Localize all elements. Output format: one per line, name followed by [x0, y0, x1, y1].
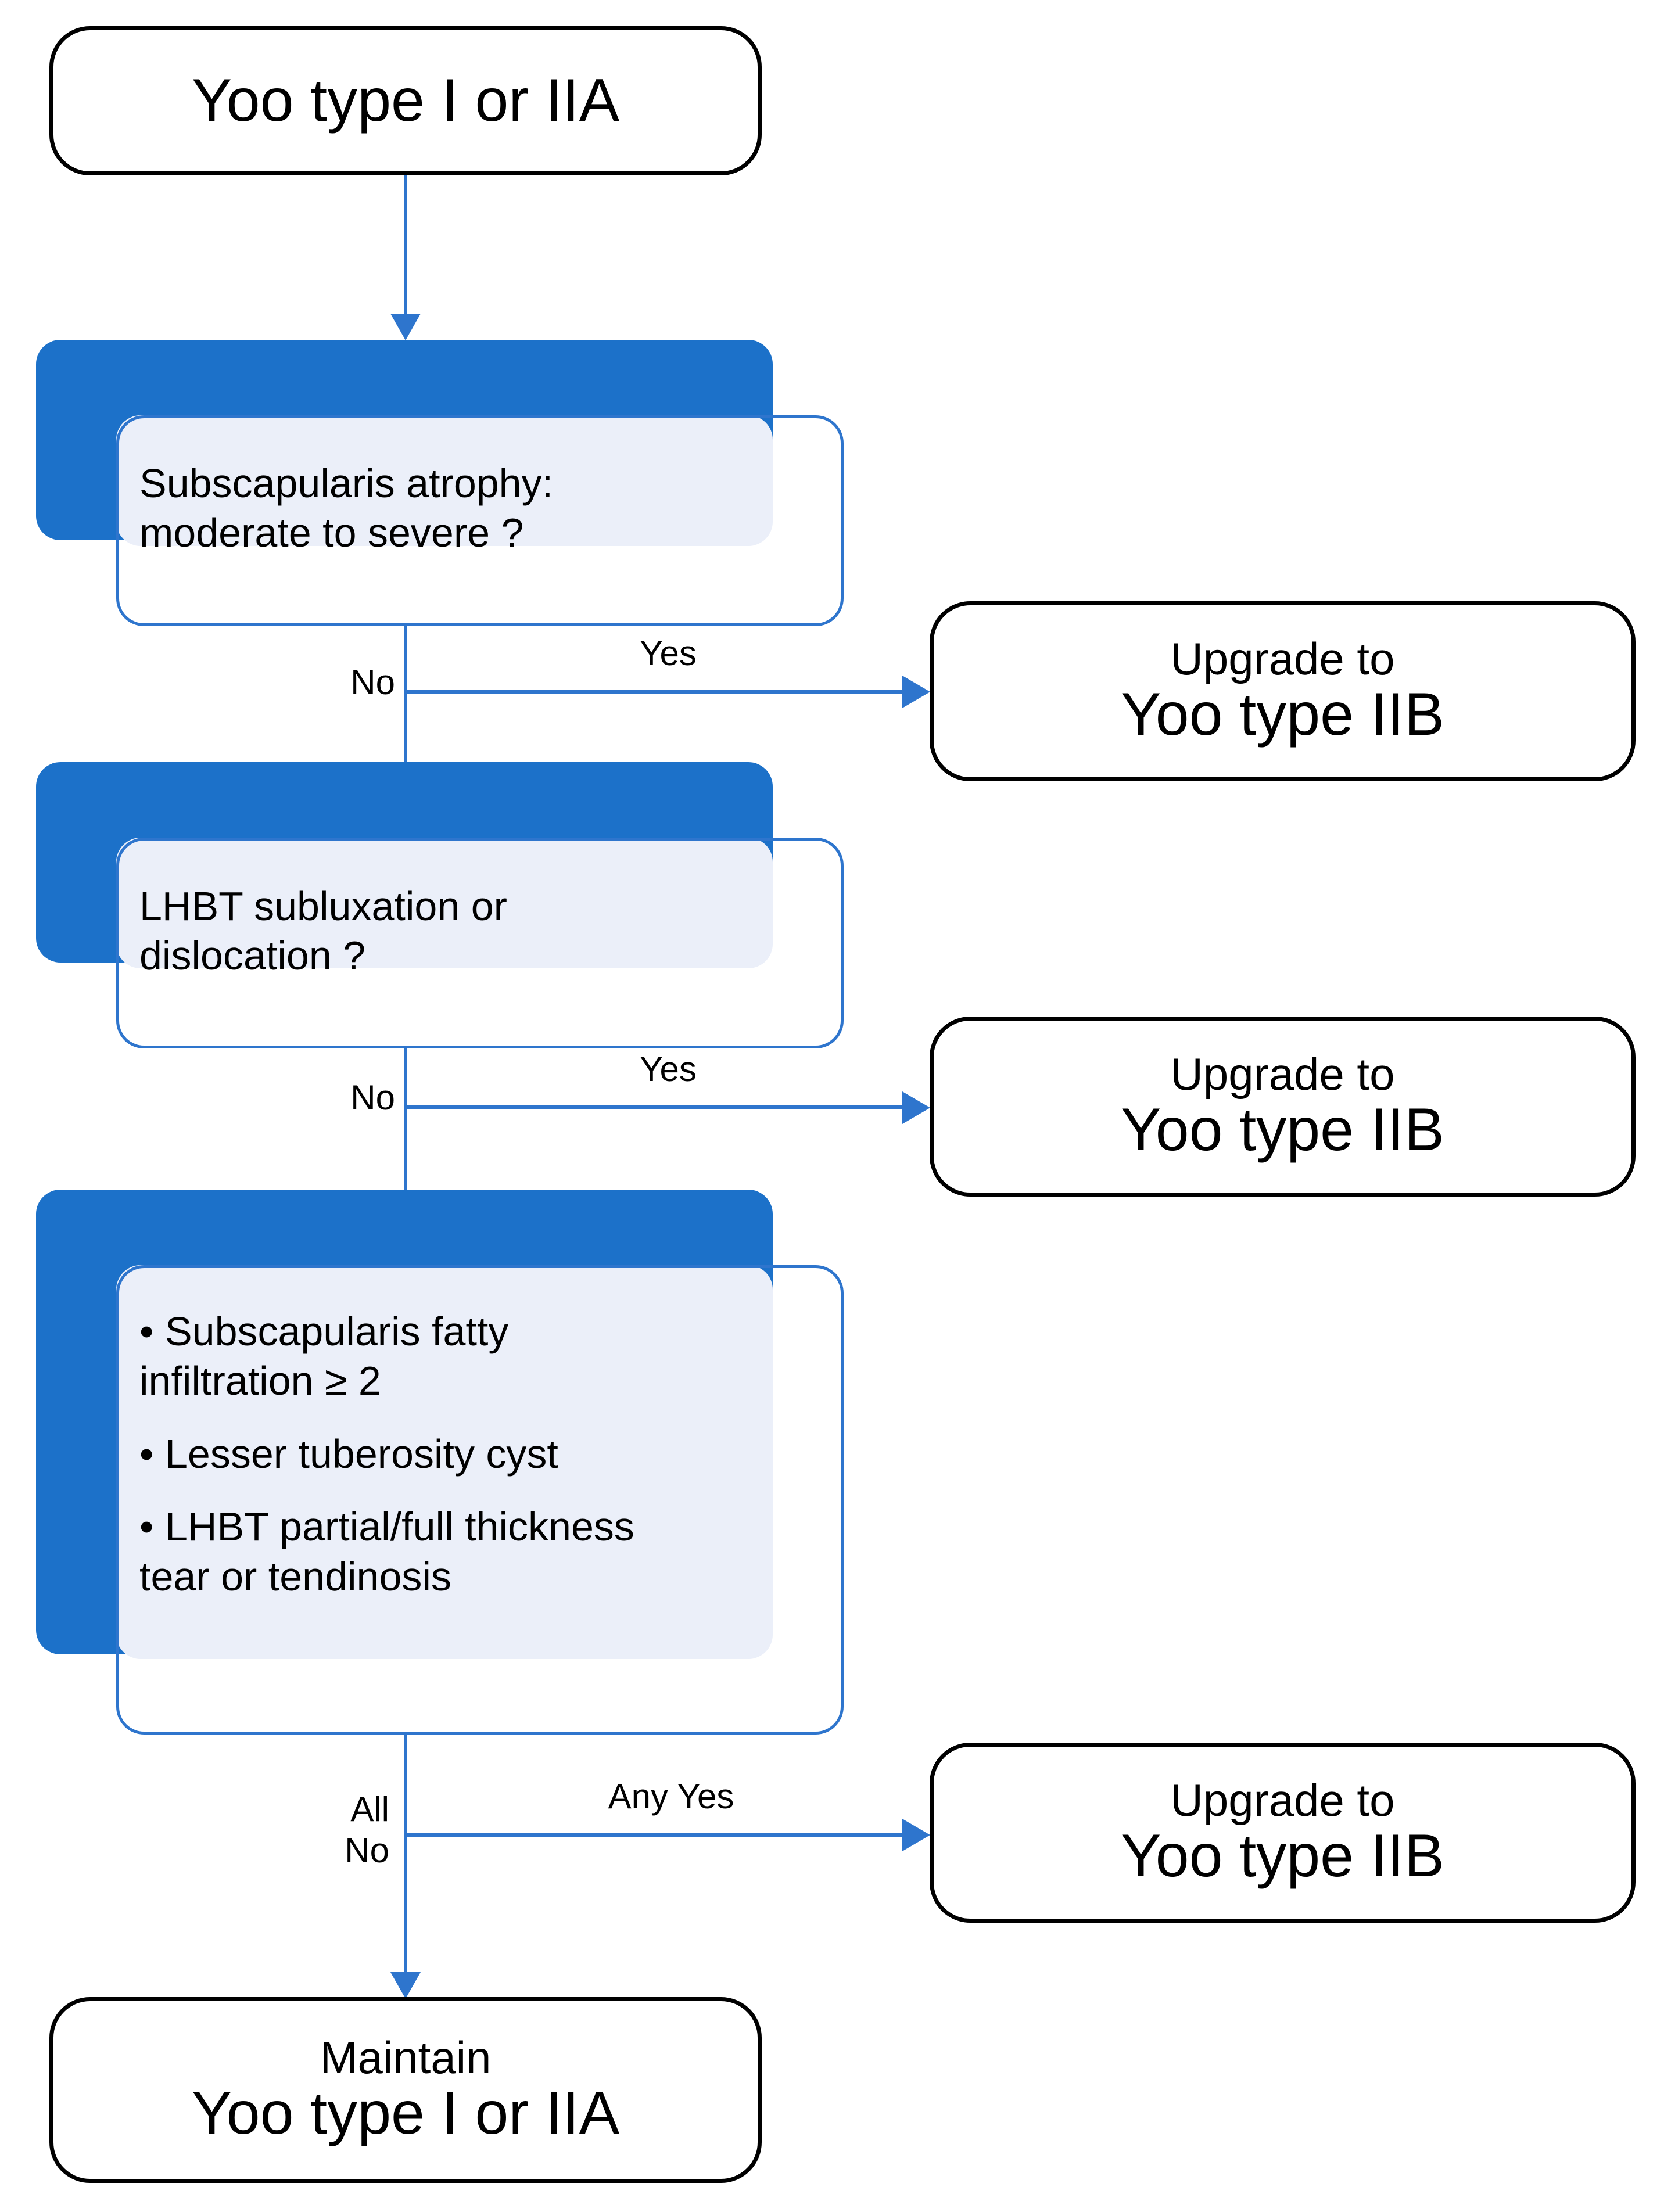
- edge-label-decision-3-anyyes: Any Yes: [608, 1777, 734, 1816]
- end-node-line-small: Maintain: [320, 2032, 492, 2084]
- decision-1-line-1: Subscapularis atrophy:: [139, 461, 554, 506]
- decision-secondary-criteria[interactable]: • Subscapularis fatty infiltration ≥ 2 •…: [0, 0, 930, 1743]
- decision-2-text: LHBT subluxation or dislocation ?: [139, 882, 825, 981]
- decision-3-outline-panel: [116, 1265, 844, 1735]
- connector-decision-2-yes: [406, 1105, 902, 1109]
- edge-label-decision-1-yes: Yes: [640, 634, 697, 673]
- end-node-line-big: Yoo type I or IIA: [191, 2080, 620, 2148]
- connector-decision-1-yes: [406, 690, 902, 694]
- decision-3-bullet-1-line-1: • Subscapularis fatty: [139, 1309, 509, 1354]
- decision-3-bullet-1-line-2: infiltration ≥ 2: [139, 1358, 381, 1404]
- outcome-upgrade-2-line-small: Upgrade to: [1170, 1048, 1395, 1100]
- edge-label-decision-3-allno: All No: [345, 1790, 389, 1870]
- decision-1-text: Subscapularis atrophy: moderate to sever…: [139, 459, 825, 558]
- connector-decision-3-allno: [404, 1735, 407, 1981]
- outcome-upgrade-1-line-small: Upgrade to: [1170, 633, 1395, 685]
- outcome-upgrade-3[interactable]: Upgrade to Yoo type IIB: [930, 1743, 1636, 1923]
- connector-start-to-decision-1: [404, 175, 407, 315]
- arrow-start-to-decision-1: [390, 314, 421, 340]
- start-node-terminal[interactable]: Yoo type I or IIA: [49, 26, 762, 175]
- decision-3-bullet-2-line-1: • Lesser tuberosity cyst: [139, 1431, 558, 1477]
- outcome-upgrade-2-line-big: Yoo type IIB: [1120, 1096, 1445, 1164]
- outcome-upgrade-2[interactable]: Upgrade to Yoo type IIB: [930, 1017, 1636, 1197]
- edge-label-decision-2-yes: Yes: [640, 1050, 697, 1089]
- decision-3-bullet-3-line-1: • LHBT partial/full thickness: [139, 1504, 634, 1550]
- decision-2-pale-panel: [116, 838, 773, 968]
- outcome-upgrade-1[interactable]: Upgrade to Yoo type IIB: [930, 601, 1636, 781]
- connector-decision-1-no: [404, 626, 407, 867]
- connector-decision-3-anyyes: [406, 1833, 902, 1837]
- decision-3-bullet-3-line-2: tear or tendinosis: [139, 1553, 451, 1599]
- connector-decision-2-no: [404, 1048, 407, 1194]
- decision-1-line-2: moderate to severe ?: [139, 510, 524, 556]
- decision-subscapularis-atrophy[interactable]: Subscapularis atrophy: moderate to sever…: [0, 0, 930, 639]
- decision-2-line-2: dislocation ?: [139, 933, 366, 979]
- arrow-decision-2-yes: [902, 1091, 930, 1124]
- decision-2-outline-panel: [116, 838, 844, 1048]
- arrow-decision-3-anyyes: [902, 1819, 930, 1851]
- outcome-upgrade-3-line-big: Yoo type IIB: [1120, 1822, 1445, 1890]
- decision-1-pale-panel: [116, 415, 773, 546]
- decision-lhbt-subluxation[interactable]: LHBT subluxation or dislocation ?: [0, 0, 930, 1162]
- edge-label-decision-1-no: No: [350, 663, 395, 702]
- outcome-upgrade-3-line-small: Upgrade to: [1170, 1775, 1395, 1826]
- arrow-decision-1-yes: [902, 676, 930, 708]
- decision-2-line-1: LHBT subluxation or: [139, 884, 507, 929]
- arrow-decision-3-allno: [390, 1972, 421, 1999]
- decision-1-outline-panel: [116, 415, 844, 626]
- decision-3-text: • Subscapularis fatty infiltration ≥ 2 •…: [139, 1307, 837, 1601]
- edge-label-decision-2-no: No: [350, 1078, 395, 1117]
- decision-3-pale-panel: [116, 1265, 773, 1659]
- start-node-label: Yoo type I or IIA: [191, 66, 620, 134]
- end-node-maintain[interactable]: Maintain Yoo type I or IIA: [49, 1997, 762, 2183]
- outcome-upgrade-1-line-big: Yoo type IIB: [1120, 681, 1445, 749]
